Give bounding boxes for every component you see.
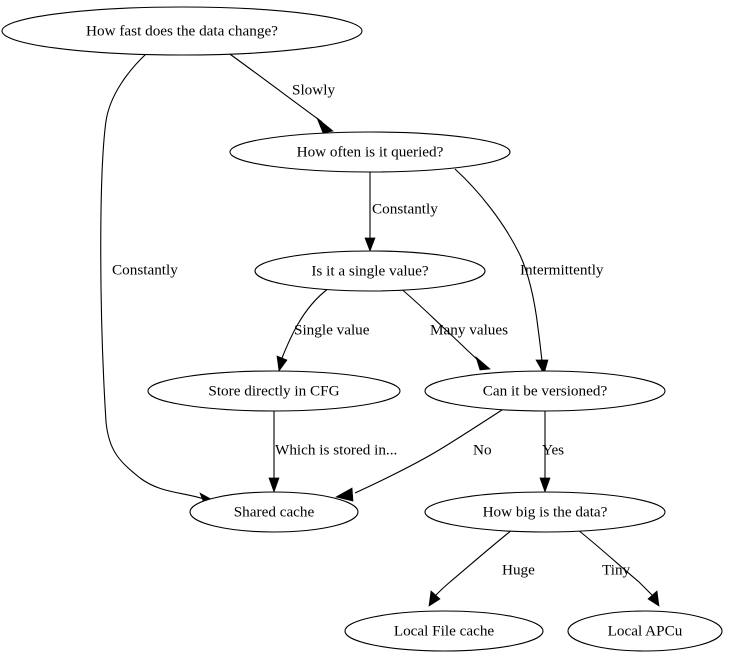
edge-label: Constantly <box>112 261 178 278</box>
nodes-layer: How fast does the data change? How often … <box>1 6 723 652</box>
edge-single-value-to-store-cfg <box>276 287 330 372</box>
arrowhead-icon <box>647 590 660 607</box>
arrowhead-icon <box>364 237 376 252</box>
edge-how-big-to-local-apcu <box>577 529 660 607</box>
edge-label: Constantly <box>372 200 438 217</box>
node-local-file[interactable]: Local File cache <box>344 610 544 652</box>
edge-line <box>454 168 543 362</box>
edge-label: Which is stored in... <box>275 441 397 458</box>
arrowhead-icon <box>335 487 354 502</box>
edge-store-cfg-to-shared-cache <box>268 411 280 494</box>
edge-how-fast-to-how-often <box>226 51 334 134</box>
arrowhead-icon <box>268 477 280 494</box>
node-shared-cache[interactable]: Shared cache <box>189 491 359 533</box>
node-shape-ellipse <box>1 6 363 56</box>
edge-label: Slowly <box>292 81 335 98</box>
node-versioned[interactable]: Can it be versioned? <box>424 370 666 412</box>
edge-label: Single value <box>294 321 370 338</box>
node-shape-ellipse <box>424 491 666 533</box>
arrowhead-icon <box>475 355 491 371</box>
edge-how-fast-to-shared-cache <box>100 53 219 507</box>
node-store-cfg[interactable]: Store directly in CFG <box>147 370 401 412</box>
edge-line <box>281 287 330 359</box>
edge-versioned-to-shared-cache <box>335 407 506 502</box>
node-shape-ellipse <box>189 491 359 533</box>
arrowhead-icon <box>428 590 441 607</box>
edge-label: Huge <box>502 561 535 578</box>
node-shape-ellipse <box>424 370 666 412</box>
edge-label: No <box>473 441 492 458</box>
edge-label: Yes <box>542 441 564 458</box>
edge-line <box>577 529 653 596</box>
node-how-big[interactable]: How big is the data? <box>424 491 666 533</box>
edge-versioned-to-how-big <box>539 411 551 494</box>
node-shape-ellipse <box>567 610 723 652</box>
node-label: Is it a single value? <box>311 262 429 279</box>
node-label: Store directly in CFG <box>208 382 339 399</box>
edge-how-often-to-single-value <box>364 172 376 252</box>
edge-line <box>226 51 323 123</box>
edge-single-value-to-versioned <box>399 287 491 371</box>
edge-line <box>100 53 205 500</box>
node-label: Local File cache <box>394 622 495 639</box>
node-shape-ellipse <box>147 370 401 412</box>
edge-label: Tiny <box>602 561 631 578</box>
node-label: How often is it queried? <box>297 143 444 160</box>
edge-line <box>399 287 481 363</box>
arrowhead-icon <box>539 477 551 494</box>
node-label: Shared cache <box>234 503 315 520</box>
node-label: How fast does the data change? <box>86 22 278 39</box>
edge-how-big-to-local-file <box>428 529 513 607</box>
arrowhead-icon <box>316 116 334 134</box>
edge-label: Intermittently <box>520 261 604 278</box>
node-label: Local APCu <box>608 622 683 639</box>
node-label: How big is the data? <box>483 503 608 520</box>
node-shape-ellipse <box>254 250 486 292</box>
edge-label: Many values <box>430 321 508 338</box>
arrowhead-icon <box>276 355 288 372</box>
edge-line <box>435 529 513 596</box>
node-how-fast[interactable]: How fast does the data change? <box>1 6 363 56</box>
node-local-apcu[interactable]: Local APCu <box>567 610 723 652</box>
edge-line <box>354 407 506 494</box>
node-shape-ellipse <box>344 610 544 652</box>
node-shape-ellipse <box>229 131 511 173</box>
node-single-value[interactable]: Is it a single value? <box>254 250 486 292</box>
edge-labels-layer: SlowlyConstantlyConstantlyIntermittently… <box>112 81 631 578</box>
node-label: Can it be versioned? <box>483 382 608 399</box>
node-how-often[interactable]: How often is it queried? <box>229 131 511 173</box>
